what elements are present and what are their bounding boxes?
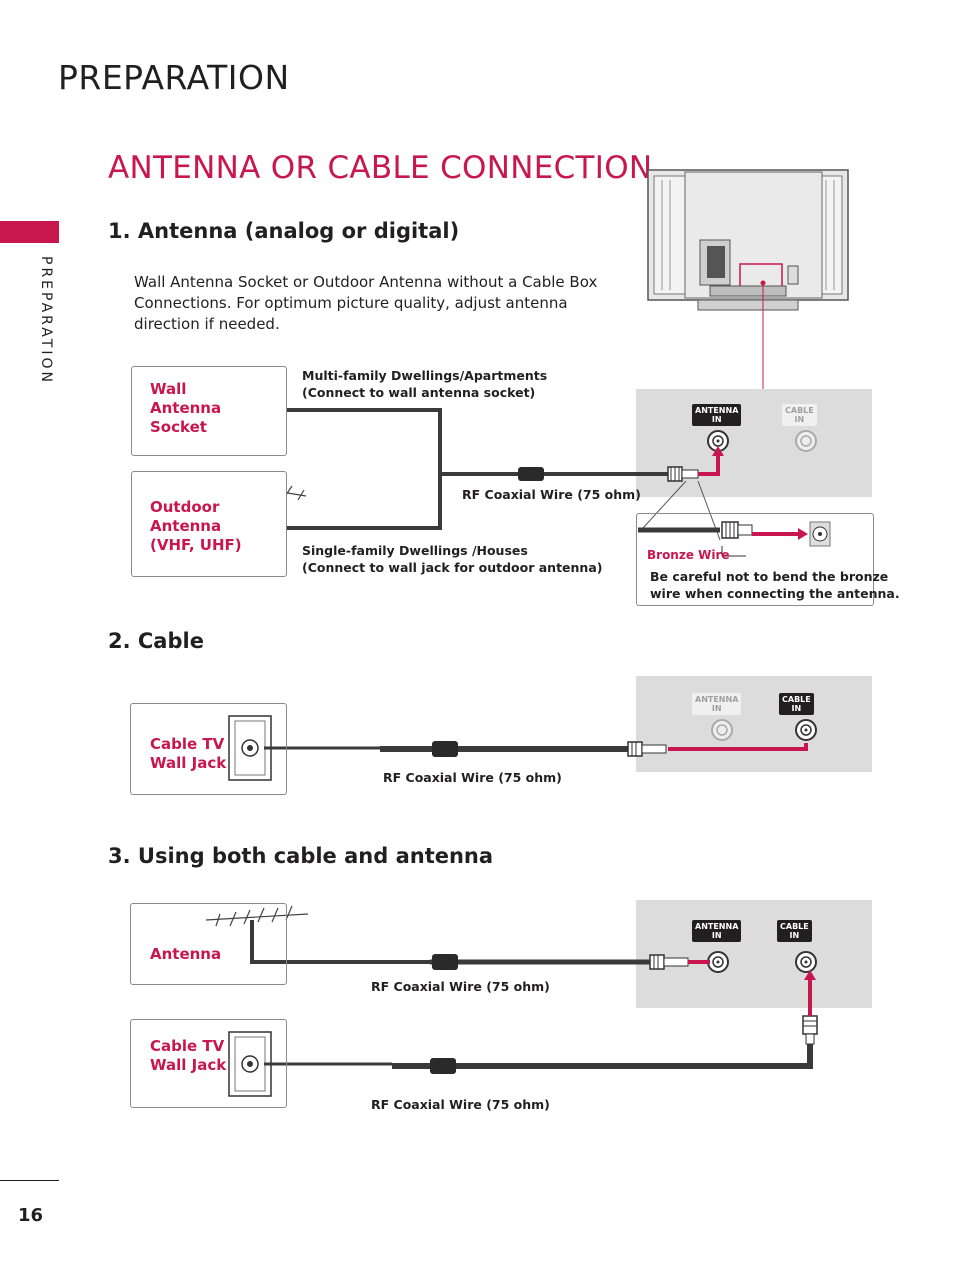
single-family-caption: Single-family Dwellings /Houses (Connect… (302, 543, 603, 575)
section2-wall-jack-box (130, 703, 287, 795)
bronze-wire-note: Be careful not to bend the bronze wire w… (650, 569, 900, 601)
wall-antenna-socket-label: Wall Antenna Socket (150, 380, 222, 436)
tv-rear-illustration (647, 169, 849, 389)
section2-cable-port (795, 719, 817, 741)
wall-antenna-socket-box (131, 366, 287, 456)
page-number: 16 (18, 1205, 44, 1226)
section1-port-panel (636, 389, 872, 497)
section2-wall-jack-label: Cable TV Wall Jack (150, 735, 227, 772)
section2-heading: 2. Cable (108, 629, 204, 653)
multi-family-caption: Multi-family Dwellings/Apartments (Conne… (302, 368, 548, 400)
section3-wall-jack-label: Cable TV Wall Jack (150, 1037, 227, 1074)
section1-antenna-port (707, 430, 729, 452)
section3-cable-port (795, 951, 817, 973)
section3-wire-label-2: RF Coaxial Wire (75 ohm) (371, 1097, 550, 1112)
section1-cable-port (795, 430, 817, 452)
section1-heading: 1. Antenna (analog or digital) (108, 219, 460, 243)
page-header: PREPARATION (58, 58, 290, 97)
section3-antenna-label: Antenna (150, 945, 222, 963)
footer-rule (0, 1180, 59, 1181)
outdoor-antenna-box (131, 471, 287, 577)
section2-antenna-port (711, 719, 733, 741)
side-tab-label: PREPARATION (38, 256, 54, 385)
section2-wire-label: RF Coaxial Wire (75 ohm) (383, 770, 562, 785)
section3-wall-jack-box (130, 1019, 287, 1108)
outdoor-antenna-label: Outdoor Antenna (VHF, UHF) (150, 498, 242, 554)
page-title: ANTENNA OR CABLE CONNECTION (108, 150, 653, 186)
bronze-wire-label: Bronze Wire (647, 548, 730, 562)
section1-connector (667, 466, 699, 482)
section3-heading: 3. Using both cable and antenna (108, 844, 494, 868)
bronze-wire-detail-box (636, 513, 874, 606)
section1-wire-label: RF Coaxial Wire (75 ohm) (462, 487, 641, 502)
section1-intro: Wall Antenna Socket or Outdoor Antenna w… (134, 273, 598, 333)
section3-antenna-box (130, 903, 287, 985)
side-tab-marker (0, 221, 59, 243)
section3-wire-label-1: RF Coaxial Wire (75 ohm) (371, 979, 550, 994)
section3-antenna-port (707, 951, 729, 973)
